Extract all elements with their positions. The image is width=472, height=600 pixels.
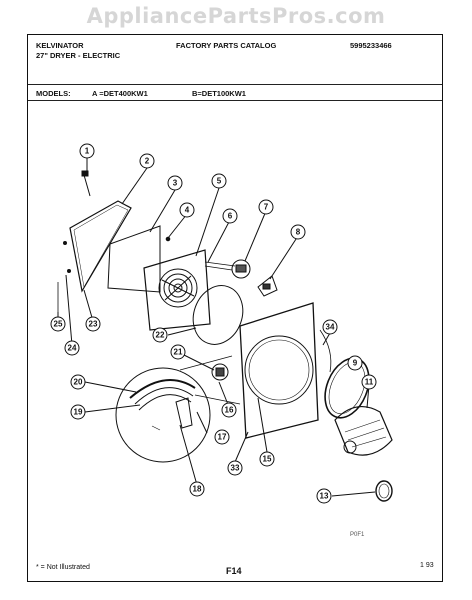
screw-part	[81, 170, 91, 197]
drum-seal	[192, 285, 244, 345]
vent-grille	[158, 268, 198, 308]
front-panel	[239, 302, 319, 439]
callout-4: 4	[185, 206, 190, 215]
insulation-pad	[107, 225, 161, 293]
callout-19: 19	[74, 408, 83, 417]
callout-7: 7	[264, 203, 269, 212]
callout-6: 6	[228, 212, 233, 221]
callout-18: 18	[193, 485, 202, 494]
callout-24: 24	[68, 344, 77, 353]
callout-16: 16	[225, 406, 234, 415]
callout-33: 33	[231, 464, 240, 473]
duct-seal	[375, 480, 393, 502]
callout-3: 3	[173, 179, 178, 188]
brand-label: KELVINATOR	[36, 41, 84, 50]
product-label: 27" DRYER - ELECTRIC	[36, 51, 121, 60]
thermostat-part	[231, 259, 251, 279]
catalog-title: FACTORY PARTS CATALOG	[176, 41, 277, 50]
model-a: A =DET400KW1	[92, 89, 148, 98]
lint-duct	[334, 405, 393, 456]
callout-2: 2	[145, 157, 150, 166]
callout-21: 21	[174, 348, 183, 357]
door-opening	[244, 335, 314, 405]
callout-17: 17	[218, 433, 227, 442]
callout-bubbles	[50, 143, 377, 504]
watermark: AppliancePartsPros.com	[86, 4, 386, 28]
page-number: F14	[226, 566, 242, 576]
callout-13: 13	[320, 492, 329, 501]
callout-9: 9	[353, 359, 358, 368]
callout-34: 34	[326, 323, 335, 332]
model-b: B=DET100KW1	[192, 89, 246, 98]
parts-catalog-sheet: KELVINATOR 27" DRYER - ELECTRIC FACTORY …	[27, 34, 443, 582]
thermal-fuse-part	[257, 275, 278, 297]
catalog-number: 5995233466	[350, 41, 392, 50]
callout-5: 5	[217, 177, 222, 186]
callout-20: 20	[74, 378, 83, 387]
divider-models	[28, 100, 442, 101]
callout-25: 25	[54, 320, 63, 329]
callout-11: 11	[365, 378, 374, 387]
models-label: MODELS:	[36, 89, 71, 98]
callout-22: 22	[156, 331, 165, 340]
print-date: 1 93	[420, 562, 434, 569]
divider-top	[28, 84, 442, 85]
callout-23: 23	[89, 320, 98, 329]
callout-1: 1	[85, 147, 90, 156]
top-panel	[69, 200, 132, 293]
door-switch	[211, 363, 229, 381]
drawing-code: P0F1	[350, 532, 365, 538]
callout-15: 15	[263, 455, 272, 464]
callout-8: 8	[296, 228, 301, 237]
footnote: * = Not Illustrated	[36, 564, 90, 571]
rear-bulkhead	[143, 249, 211, 331]
detail-zoom-circle	[115, 367, 211, 463]
